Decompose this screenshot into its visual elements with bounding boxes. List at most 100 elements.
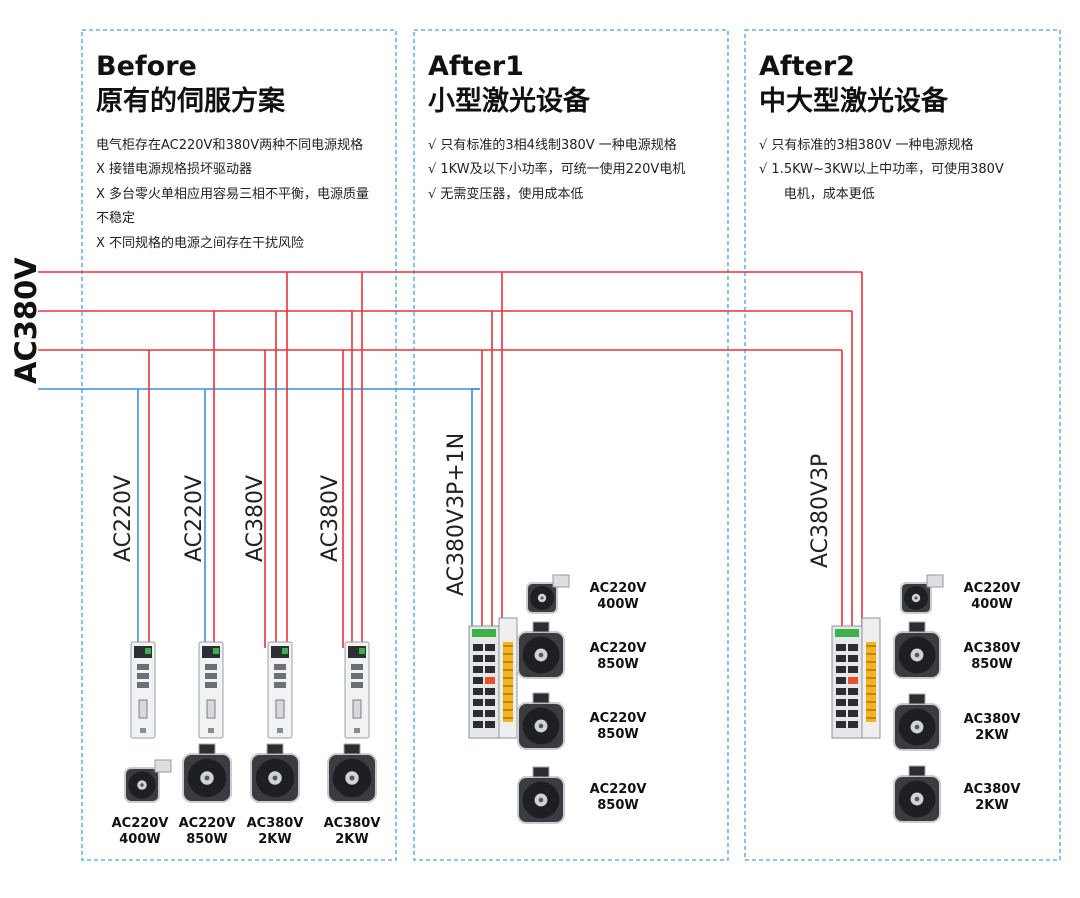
after2-motor-label: AC380V	[964, 641, 1021, 656]
after1-motor-label: AC220V	[590, 782, 647, 797]
multi-axis-drive-port	[848, 677, 858, 684]
servo-drive-port	[274, 664, 286, 670]
servo-motor	[124, 759, 172, 803]
after2-motor-label: AC380V	[964, 712, 1021, 727]
servo-drive-led	[213, 648, 219, 654]
multi-axis-drive-port	[848, 655, 858, 662]
multi-axis-drive-port	[485, 666, 495, 673]
before-drop-label: AC220V	[182, 475, 207, 562]
servo-motor-shaft-key	[272, 775, 278, 781]
multi-axis-drive-terminal-strip	[503, 642, 513, 722]
servo-drive-terminal	[140, 728, 146, 733]
multi-axis-drive-port	[848, 721, 858, 728]
servo-drive-port	[205, 682, 217, 688]
multi-axis-drive	[831, 617, 881, 739]
after1-motor-label: 850W	[597, 657, 638, 672]
servo-motor-connector	[532, 692, 550, 704]
servo-motor-connector	[908, 693, 926, 705]
before-motor-label: 400W	[119, 832, 160, 847]
servo-drive-terminal	[208, 728, 214, 733]
multi-axis-drive-terminal-strip	[866, 642, 876, 722]
multi-axis-drive-port	[485, 677, 495, 684]
servo-drive-port	[351, 664, 363, 670]
servo-drive-terminal	[354, 728, 360, 733]
before-desc-line: 不稳定	[96, 210, 135, 226]
multi-axis-drive-port	[836, 666, 846, 673]
before-drop-label: AC220V	[111, 475, 136, 562]
servo-motor-connector	[266, 743, 284, 755]
servo-motor-shaft-key	[914, 796, 920, 802]
servo-motor-shaft-key	[140, 783, 144, 787]
multi-axis-drive-port	[485, 721, 495, 728]
bus-label: AC380V	[9, 257, 43, 384]
after2-motor-label: 2KW	[975, 798, 1008, 813]
servo-motor-connector	[908, 621, 926, 633]
servo-motor	[893, 693, 941, 751]
servo-motor-encoder-housing	[154, 759, 172, 773]
multi-axis-drive-port	[836, 688, 846, 695]
multi-axis-drive-port	[485, 710, 495, 717]
servo-drive-led	[359, 648, 365, 654]
multi-axis-drive-port	[473, 644, 483, 651]
servo-motor-connector	[908, 765, 926, 777]
servo-motor	[517, 621, 565, 679]
before-drop-label: AC380V	[243, 475, 268, 562]
servo-drive-connector	[275, 699, 285, 719]
servo-drive	[344, 641, 370, 739]
multi-axis-drive-port	[848, 710, 858, 717]
multi-axis-drive-port	[473, 666, 483, 673]
multi-axis-drive-port	[473, 677, 483, 684]
after1-desc-line: √ 只有标准的3相4线制380V 一种电源规格	[428, 137, 677, 153]
after2-subtitle: 中大型激光设备	[759, 85, 949, 117]
after1-motor-label: AC220V	[590, 581, 647, 596]
multi-axis-drive-port	[836, 677, 846, 684]
multi-axis-drive-port	[473, 688, 483, 695]
before-motor-label: AC380V	[324, 816, 381, 831]
servo-drive-port	[137, 682, 149, 688]
servo-drive-port	[351, 682, 363, 688]
servo-motor	[250, 743, 300, 803]
after1-drop-label: AC380V3P+1N	[444, 433, 469, 596]
multi-axis-drive-port	[848, 666, 858, 673]
multi-axis-drive-port	[848, 688, 858, 695]
multi-axis-drive-port	[836, 699, 846, 706]
after2-motor-label: 2KW	[975, 728, 1008, 743]
servo-drive-port	[205, 664, 217, 670]
before-motor-label: AC380V	[247, 816, 304, 831]
after1-motor-label: 850W	[597, 798, 638, 813]
after1-drop-wire	[471, 388, 480, 628]
servo-motor-encoder-housing	[926, 574, 944, 588]
after2-motor-label: AC220V	[964, 581, 1021, 596]
multi-axis-drive-port	[836, 644, 846, 651]
servo-motor-shaft-key	[914, 652, 920, 658]
servo-drive-terminal	[277, 728, 283, 733]
multi-axis-drive-port	[848, 699, 858, 706]
panel-before-frame	[81, 29, 397, 861]
multi-axis-drive-power-module-led	[472, 629, 496, 637]
servo-motor	[182, 743, 232, 803]
servo-drive-led	[145, 648, 151, 654]
servo-motor	[517, 766, 565, 824]
servo-drive-led	[282, 648, 288, 654]
before-drop-label: AC380V	[318, 475, 343, 562]
servo-drive-connector	[352, 699, 362, 719]
multi-axis-drive-port	[848, 644, 858, 651]
panel-after1-frame	[413, 29, 729, 861]
multi-axis-drive-port	[836, 721, 846, 728]
servo-drive-port	[351, 673, 363, 679]
before-desc-line: X 接错电源规格损坏驱动器	[96, 161, 252, 177]
devices	[124, 574, 944, 824]
servo-motor	[893, 765, 941, 823]
multi-axis-drive-port	[473, 699, 483, 706]
servo-drive-port	[274, 682, 286, 688]
servo-drive	[267, 641, 293, 739]
after2-title: After2	[759, 51, 855, 82]
multi-axis-drive-port	[473, 655, 483, 662]
after1-desc-line: √ 1KW及以下小功率，可统一使用220V电机	[428, 161, 685, 177]
servo-motor-shaft-key	[538, 797, 544, 803]
servo-drive-port	[137, 673, 149, 679]
servo-motor-connector	[532, 766, 550, 778]
servo-motor-shaft-key	[538, 723, 544, 729]
servo-drive-connector	[206, 699, 216, 719]
servo-motor-encoder-housing	[552, 574, 570, 588]
